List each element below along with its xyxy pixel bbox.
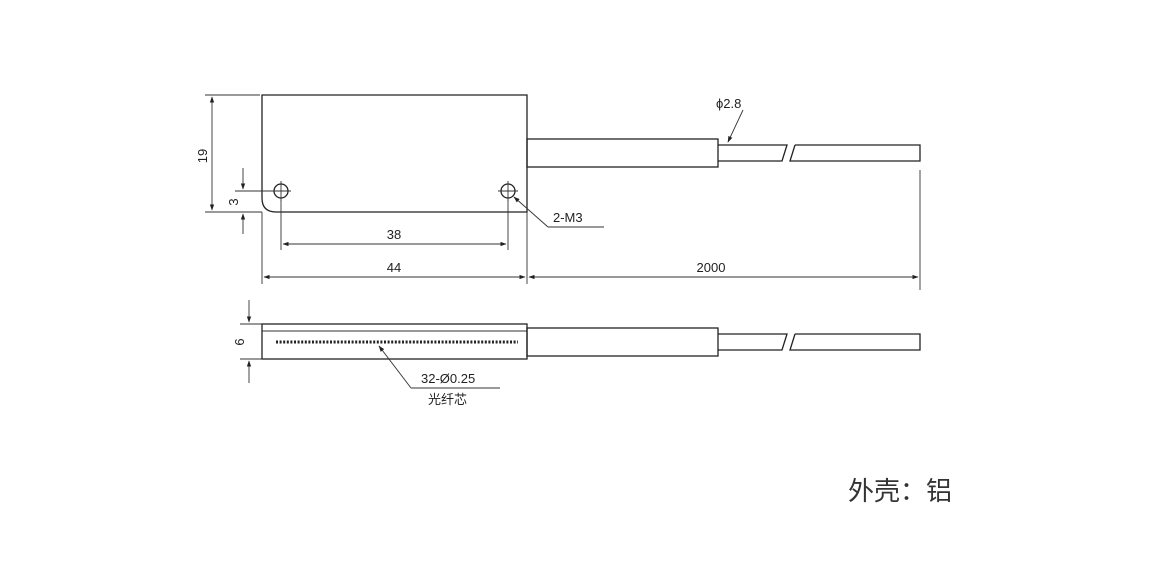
hole-callout-label: 2-M3 — [553, 210, 583, 225]
side-cable-with-break — [718, 333, 921, 351]
cable-with-break — [718, 144, 921, 162]
fiber-name-label: 光纤芯 — [428, 392, 467, 407]
mounting-hole-right — [498, 181, 518, 201]
cable-length-dimension: 2000 — [528, 170, 921, 290]
side-view: 6 32-Ø0.25 光纤芯 — [232, 300, 921, 407]
cable-sleeve — [526, 138, 719, 168]
width-dimension: 44 — [261, 212, 528, 284]
housing-outline — [261, 94, 528, 213]
thickness-dimension: 6 — [232, 300, 262, 383]
width-dim-label: 44 — [387, 260, 401, 275]
hole-spacing-dimension: 38 — [280, 200, 509, 250]
height-dimension: 19 — [195, 94, 260, 213]
hole-spacing-dim-label: 38 — [387, 227, 401, 242]
thickness-dim-label: 6 — [232, 338, 247, 345]
top-view: 19 3 38 44 2000 — [195, 94, 921, 290]
fiber-callout: 32-Ø0.25 光纤芯 — [378, 345, 500, 407]
mounting-hole-left — [271, 181, 291, 201]
side-cable-sleeve — [526, 327, 719, 357]
height-dim-label: 19 — [195, 149, 210, 163]
hole-offset-dim-label: 3 — [226, 198, 241, 205]
hole-callout: 2-M3 — [513, 196, 604, 228]
fiber-spec-label: 32-Ø0.25 — [421, 371, 475, 386]
cable-length-dim-label: 2000 — [697, 260, 726, 275]
cable-diameter-label: ϕ2.8 — [716, 96, 741, 111]
hole-offset-dimension: 3 — [226, 168, 272, 234]
material-note: 外壳：铝 — [848, 476, 952, 506]
cable-diameter-callout: ϕ2.8 — [716, 96, 744, 143]
